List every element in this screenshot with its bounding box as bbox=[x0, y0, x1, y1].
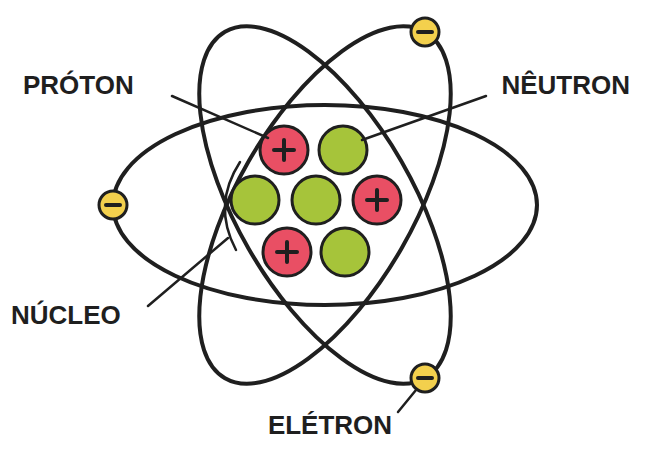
neutron bbox=[292, 176, 340, 224]
leader-line bbox=[148, 238, 228, 306]
proton bbox=[263, 228, 311, 276]
minus-sign bbox=[106, 32, 432, 378]
neutron bbox=[231, 176, 279, 224]
leader-line bbox=[172, 96, 268, 138]
electron bbox=[411, 364, 439, 392]
proton bbox=[260, 126, 308, 174]
electron bbox=[411, 18, 439, 46]
neutron bbox=[319, 126, 367, 174]
leader-line bbox=[362, 96, 486, 140]
orbit bbox=[113, 105, 537, 305]
neutron bbox=[321, 228, 369, 276]
plus-sign bbox=[274, 140, 387, 262]
part-label: NÊUTRON bbox=[498, 70, 633, 100]
electron bbox=[99, 191, 127, 219]
part-label: PRÓTON bbox=[20, 70, 137, 100]
part-label: ELÉTRON bbox=[265, 410, 395, 440]
orbit bbox=[149, 0, 501, 422]
leader-line bbox=[398, 390, 416, 412]
proton bbox=[353, 176, 401, 224]
orbit bbox=[149, 0, 501, 422]
nucleus-bracket bbox=[225, 162, 240, 250]
part-label: NÚCLEO bbox=[8, 300, 124, 330]
